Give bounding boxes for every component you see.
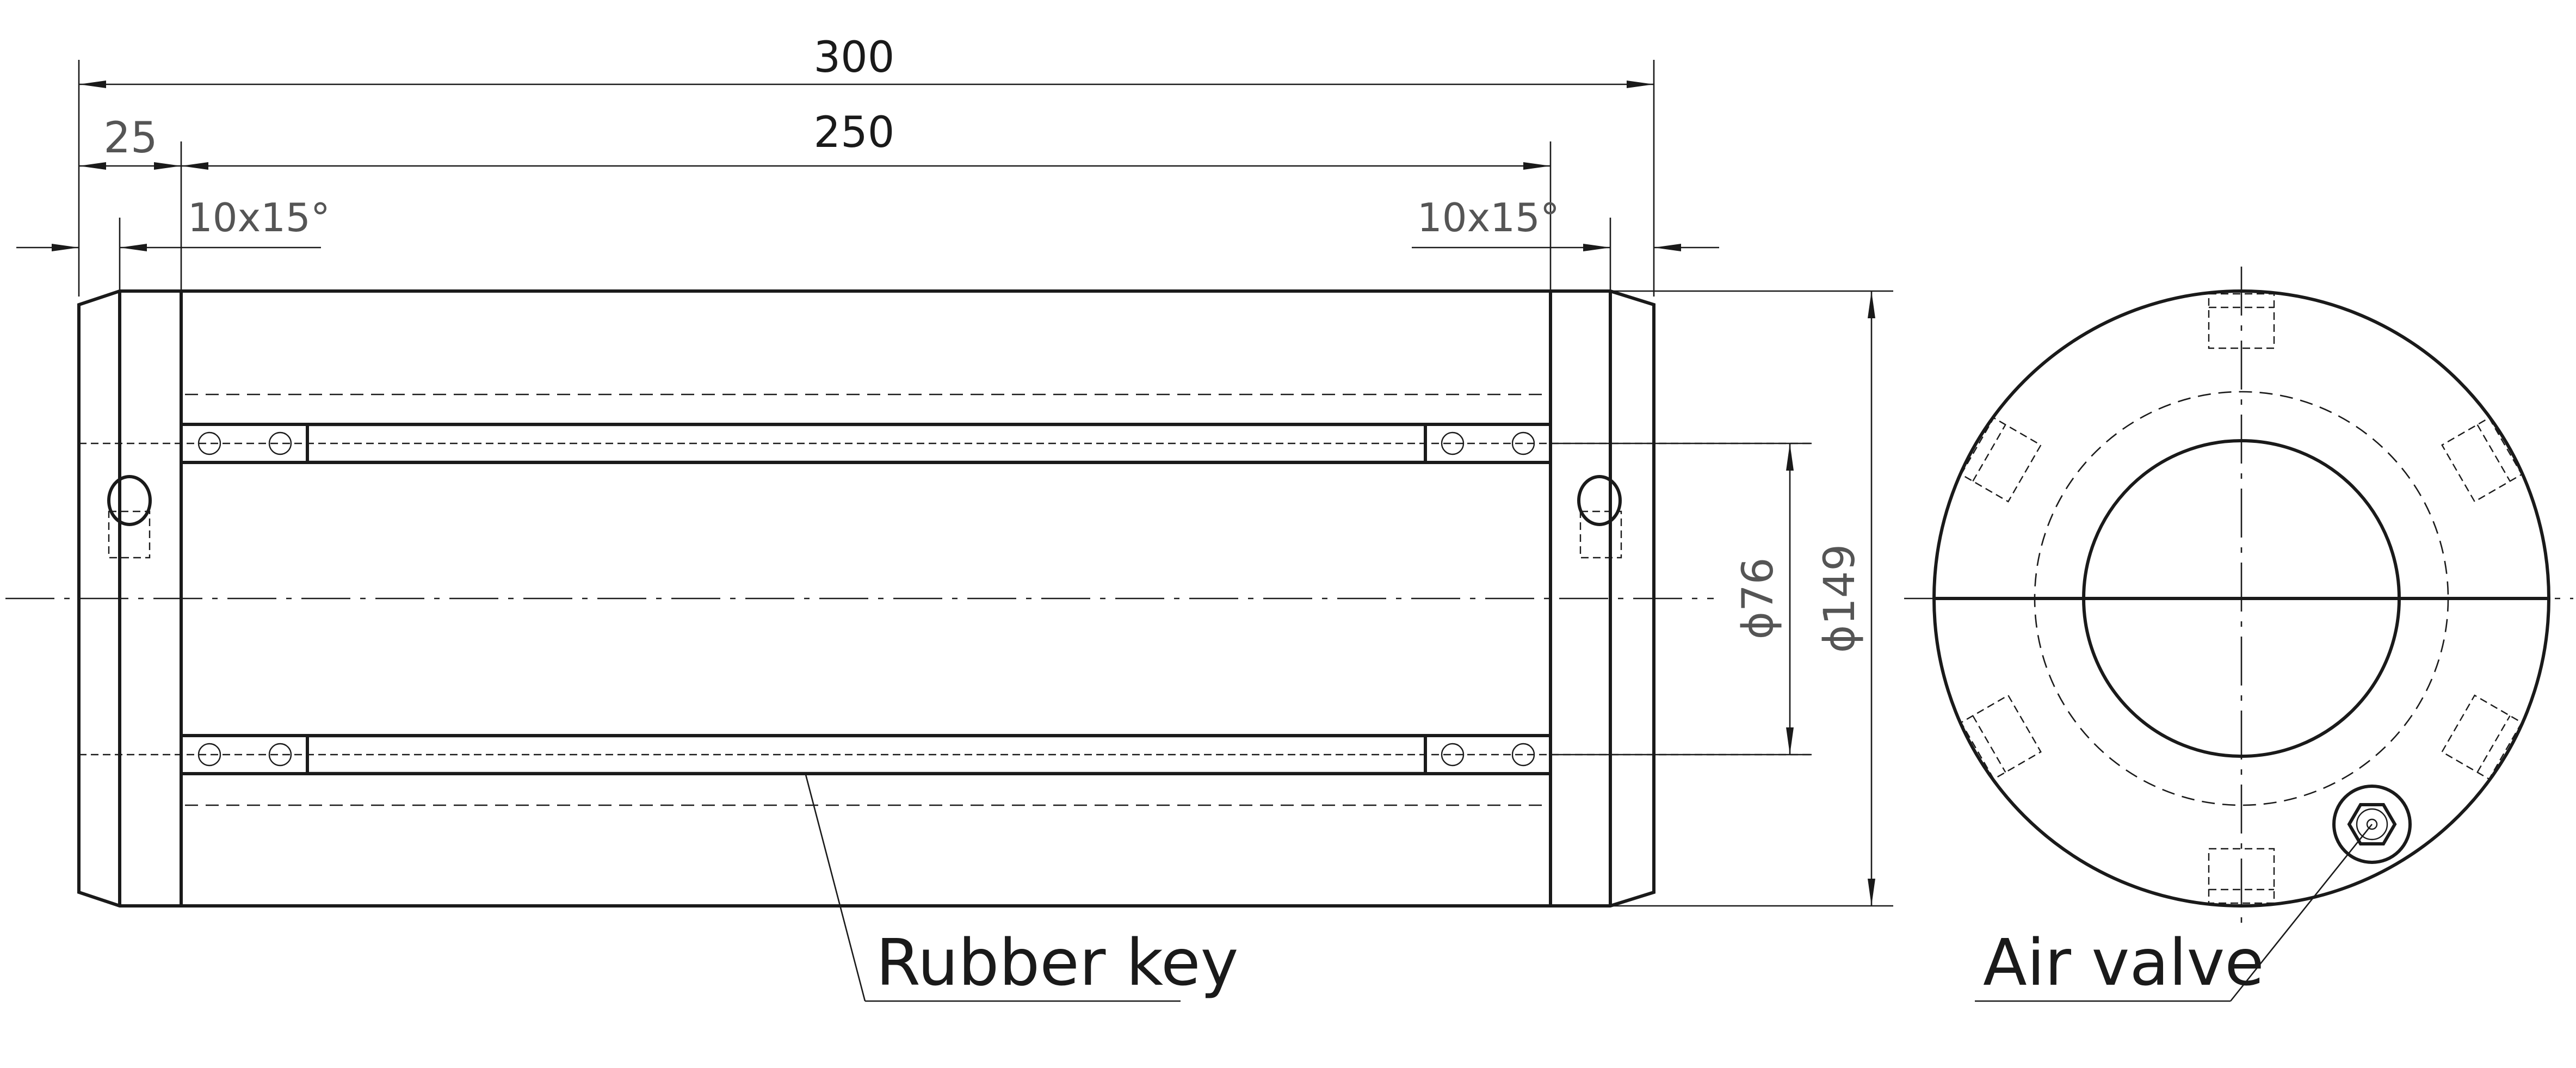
hidden-slot-lower-left [1960,694,2042,780]
rubber-key-label: Rubber key [876,925,1238,1000]
air-valve-callout: Air valve [1975,824,2373,1002]
end-view [1904,267,2573,930]
dim-chamfer-left: 10x15° [188,195,330,240]
rubber-key-top [180,423,1552,464]
dim-inner-diameter: ϕ76 [1734,558,1783,640]
dim-chamfer-right: 10x15° [1417,195,1560,240]
air-valve-label: Air valve [1983,925,2264,1000]
left-side-hole [107,475,152,559]
rubber-key-bottom [180,734,1552,775]
dim-overall-length: 300 [814,33,895,82]
hidden-slot-top [2208,293,2275,349]
rubber-key-callout: Rubber key [804,772,1238,1002]
hidden-slot-bottom [2208,848,2275,904]
dimensions-side-view: 300 25 250 10x15° 10x15° ϕ76 ϕ149 [16,33,1875,906]
dim-outer-diameter: ϕ149 [1815,544,1864,653]
air-valve-icon [2332,785,2412,864]
hidden-slot-lower-right [2441,694,2523,780]
dim-end-cap-length: 25 [103,114,157,163]
side-view [5,289,1893,908]
right-side-hole [1577,475,1622,559]
hidden-slot-upper-left [1960,417,2042,503]
hidden-slot-upper-right [2441,417,2523,503]
dim-body-length: 250 [814,108,895,157]
